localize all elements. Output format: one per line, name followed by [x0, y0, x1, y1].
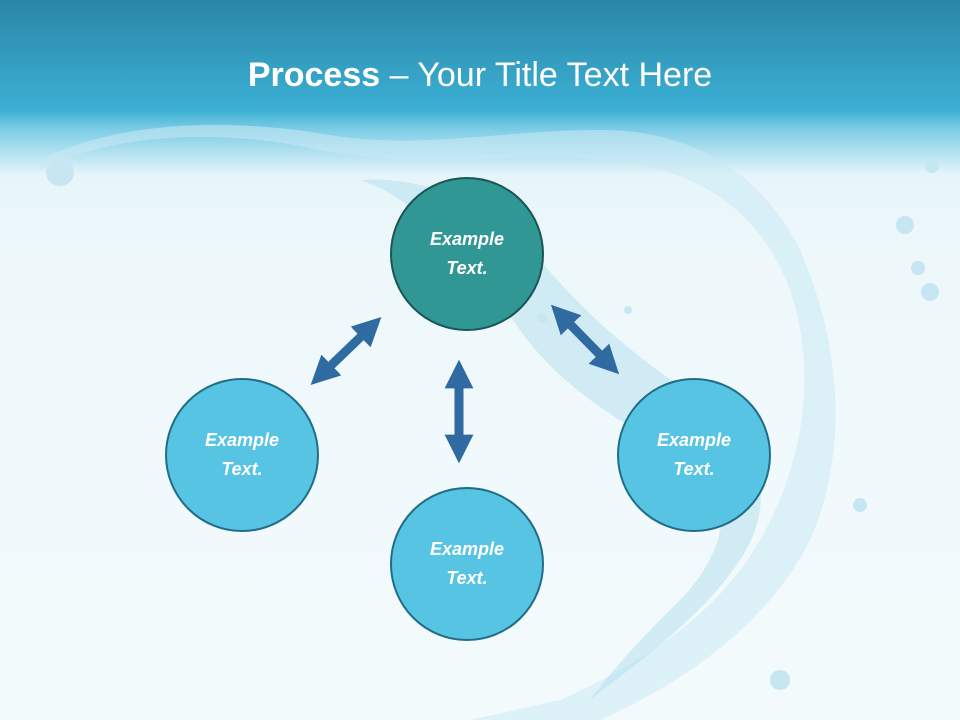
slide-title: Process – Your Title Text Here [0, 52, 960, 98]
node-bottom: Example Text. [390, 487, 544, 641]
title-rest-part: – Your Title Text Here [380, 56, 713, 94]
node-right-label: Example Text. [656, 430, 732, 479]
arrow-top-right [550, 304, 620, 375]
node-left-label: Example Text. [204, 430, 280, 479]
node-top: Example Text. [390, 177, 544, 331]
node-top-label: Example Text. [429, 229, 505, 278]
node-right: Example Text. [617, 378, 771, 532]
node-left: Example Text. [165, 378, 319, 532]
node-bottom-label: Example Text. [429, 539, 505, 588]
arrow-top-left [310, 317, 382, 385]
title-bold-part: Process [247, 56, 381, 94]
